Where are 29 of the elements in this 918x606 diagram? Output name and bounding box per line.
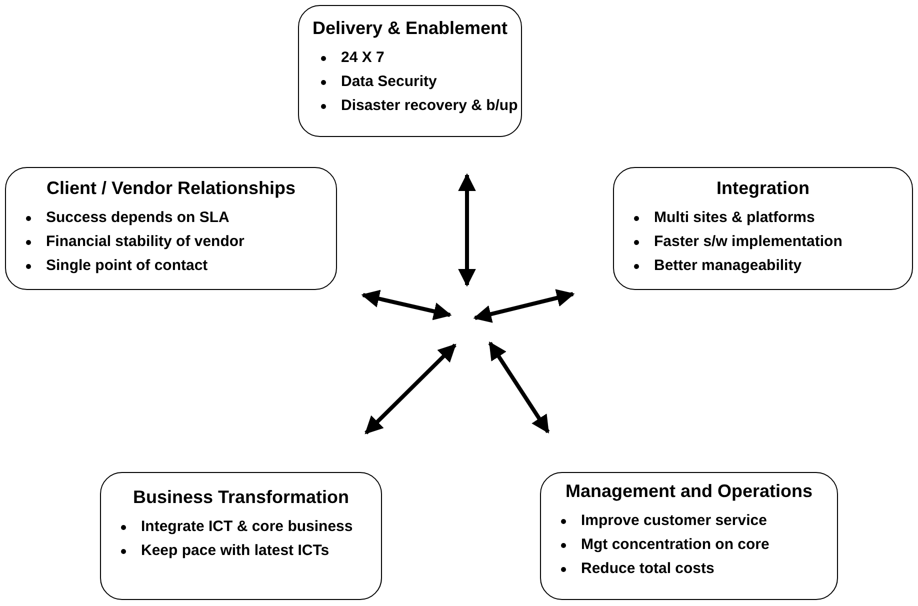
bullet-item: Success depends on SLA: [46, 208, 230, 228]
double-arrow: [364, 344, 456, 434]
bullet-item: Data Security: [341, 72, 437, 92]
double-arrow: [458, 173, 476, 287]
bullet-item: Disaster recovery & b/up: [341, 96, 518, 116]
topic-box: [298, 5, 522, 137]
topic-box: [100, 472, 382, 600]
bullet-item: Multi sites & platforms: [654, 208, 815, 228]
bullet-item: Improve customer service: [581, 511, 767, 531]
box-heading: Client / Vendor Relationships: [45, 177, 297, 200]
bullet-item: Better manageability: [654, 256, 802, 276]
box-heading: Management and Operations: [564, 480, 814, 503]
box-heading: Business Transformation: [132, 486, 350, 509]
double-arrow: [473, 289, 575, 323]
box-heading: Delivery & Enablement: [311, 17, 509, 40]
bullet-item: Integrate ICT & core business: [141, 517, 353, 537]
topic-box: [5, 167, 337, 290]
bullet-item: Faster s/w implementation: [654, 232, 842, 252]
box-heading: Integration: [716, 177, 810, 200]
topic-box: [540, 472, 838, 600]
double-arrow: [361, 290, 452, 320]
double-arrow: [488, 342, 550, 434]
bullet-item: Single point of contact: [46, 256, 208, 276]
bullet-item: Mgt concentration on core: [581, 535, 770, 555]
bullet-item: 24 X 7: [341, 48, 384, 68]
bullet-item: Reduce total costs: [581, 559, 714, 579]
topic-box: [613, 167, 913, 290]
bullet-item: Financial stability of vendor: [46, 232, 244, 252]
bullet-item: Keep pace with latest ICTs: [141, 541, 330, 561]
